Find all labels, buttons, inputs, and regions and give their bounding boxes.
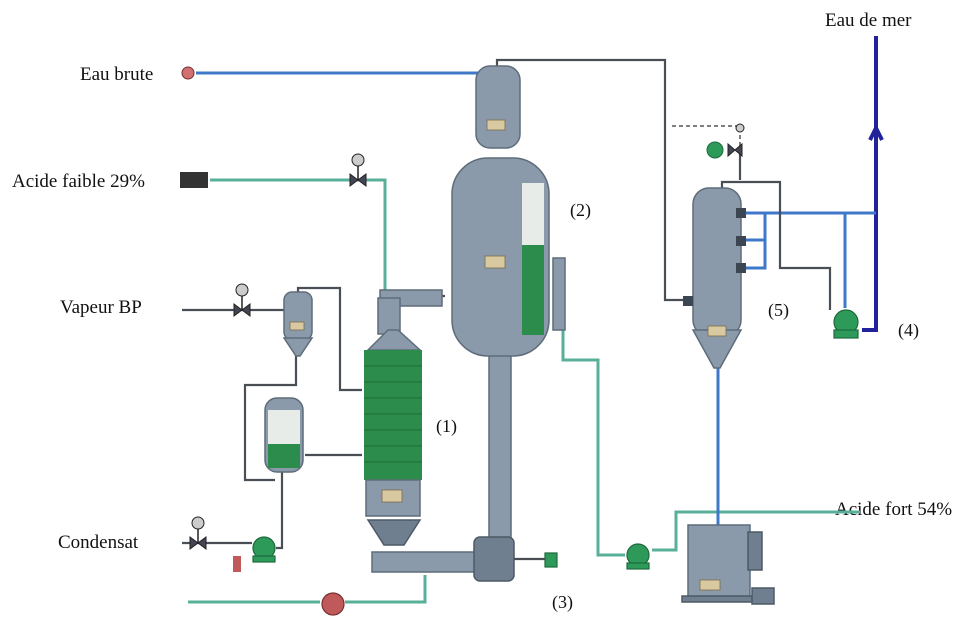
number-exchanger: (1) [436, 416, 457, 437]
pipe-vapour-to-condenser [495, 58, 692, 302]
pipe-gauge-to-pump [561, 330, 625, 557]
exchanger-neck [377, 297, 401, 335]
valve-condensat-bypass-icon [233, 556, 241, 572]
pipe-seawater-arrow [868, 123, 884, 141]
pipe-cooling-3 [745, 240, 767, 270]
label-acide-faible: Acide faible 29% [12, 171, 145, 192]
seal-tank-base [681, 595, 755, 603]
number-pump-seawater: (4) [898, 320, 919, 341]
evaporator-downcomer [488, 353, 512, 555]
circulation-pump-housing [473, 536, 515, 582]
pipe-dashed-control [672, 125, 741, 150]
top-separator-vessel [475, 65, 521, 149]
pipe-bottom-return-up [345, 575, 427, 604]
valve-eau-brute-icon [181, 66, 195, 80]
evaporator-plate [484, 255, 506, 269]
exchanger-top-cone [366, 329, 422, 351]
exchanger-tube-bundle [364, 350, 422, 480]
condensate-pot-liquid [268, 444, 300, 468]
steam-separator-plate [289, 321, 305, 331]
exchanger-baffles [364, 365, 422, 463]
label-eau-brute: Eau brute [80, 64, 153, 85]
seal-tank-pot [751, 587, 775, 605]
pipe-condensate-loop [243, 355, 298, 482]
valve-acide-faible-icon [349, 153, 367, 187]
evaporator-level-liquid [522, 245, 544, 335]
vacuum-ejector-icon [706, 123, 745, 159]
steam-separator-vessel [283, 291, 313, 341]
circulation-pipe [371, 551, 483, 573]
acide-faible-source-icon [180, 172, 208, 188]
pipe-condenser-to-pump [720, 180, 832, 310]
number-condenser: (5) [768, 300, 789, 321]
seal-tank-plate [699, 579, 721, 591]
steam-separator-cone [282, 337, 314, 357]
label-acide-fort: Acide fort 54% [835, 499, 952, 520]
condensat-pump-base [252, 555, 276, 563]
evaporator-level-gauge [552, 257, 566, 331]
condenser-plate [707, 325, 727, 337]
label-eau-de-mer: Eau de mer [825, 10, 912, 31]
circulation-outlet-fitting [544, 552, 558, 568]
valve-condensat-icon [189, 516, 207, 550]
pipe-acide-fort [652, 510, 860, 552]
exchanger-bottom-cone [366, 519, 422, 546]
pipe-pot-to-pump [276, 470, 284, 550]
pipe-cooling-2 [745, 213, 767, 242]
pipe-eau-de-mer [862, 36, 878, 332]
label-vapeur-bp: Vapeur BP [60, 297, 142, 318]
exchanger-plate [381, 489, 403, 503]
pipe-steam-to-exchanger [296, 286, 362, 392]
label-condensat: Condensat [58, 532, 139, 553]
number-evaporator: (2) [570, 200, 591, 221]
return-pump [321, 592, 345, 616]
acid-fort-pump-base [626, 562, 650, 570]
valve-vapeur-bp-icon [233, 283, 251, 317]
number-pump-circulation: (3) [552, 592, 573, 613]
evaporator-level-empty [522, 183, 544, 245]
condenser-body [692, 187, 742, 337]
top-vessel-plate [486, 119, 506, 131]
pipe-acide-faible [210, 178, 387, 295]
condensate-pot-empty [268, 410, 300, 444]
seal-tank-riser [747, 531, 763, 571]
condenser-nozzles [683, 208, 746, 306]
seawater-pump-base [833, 329, 859, 339]
